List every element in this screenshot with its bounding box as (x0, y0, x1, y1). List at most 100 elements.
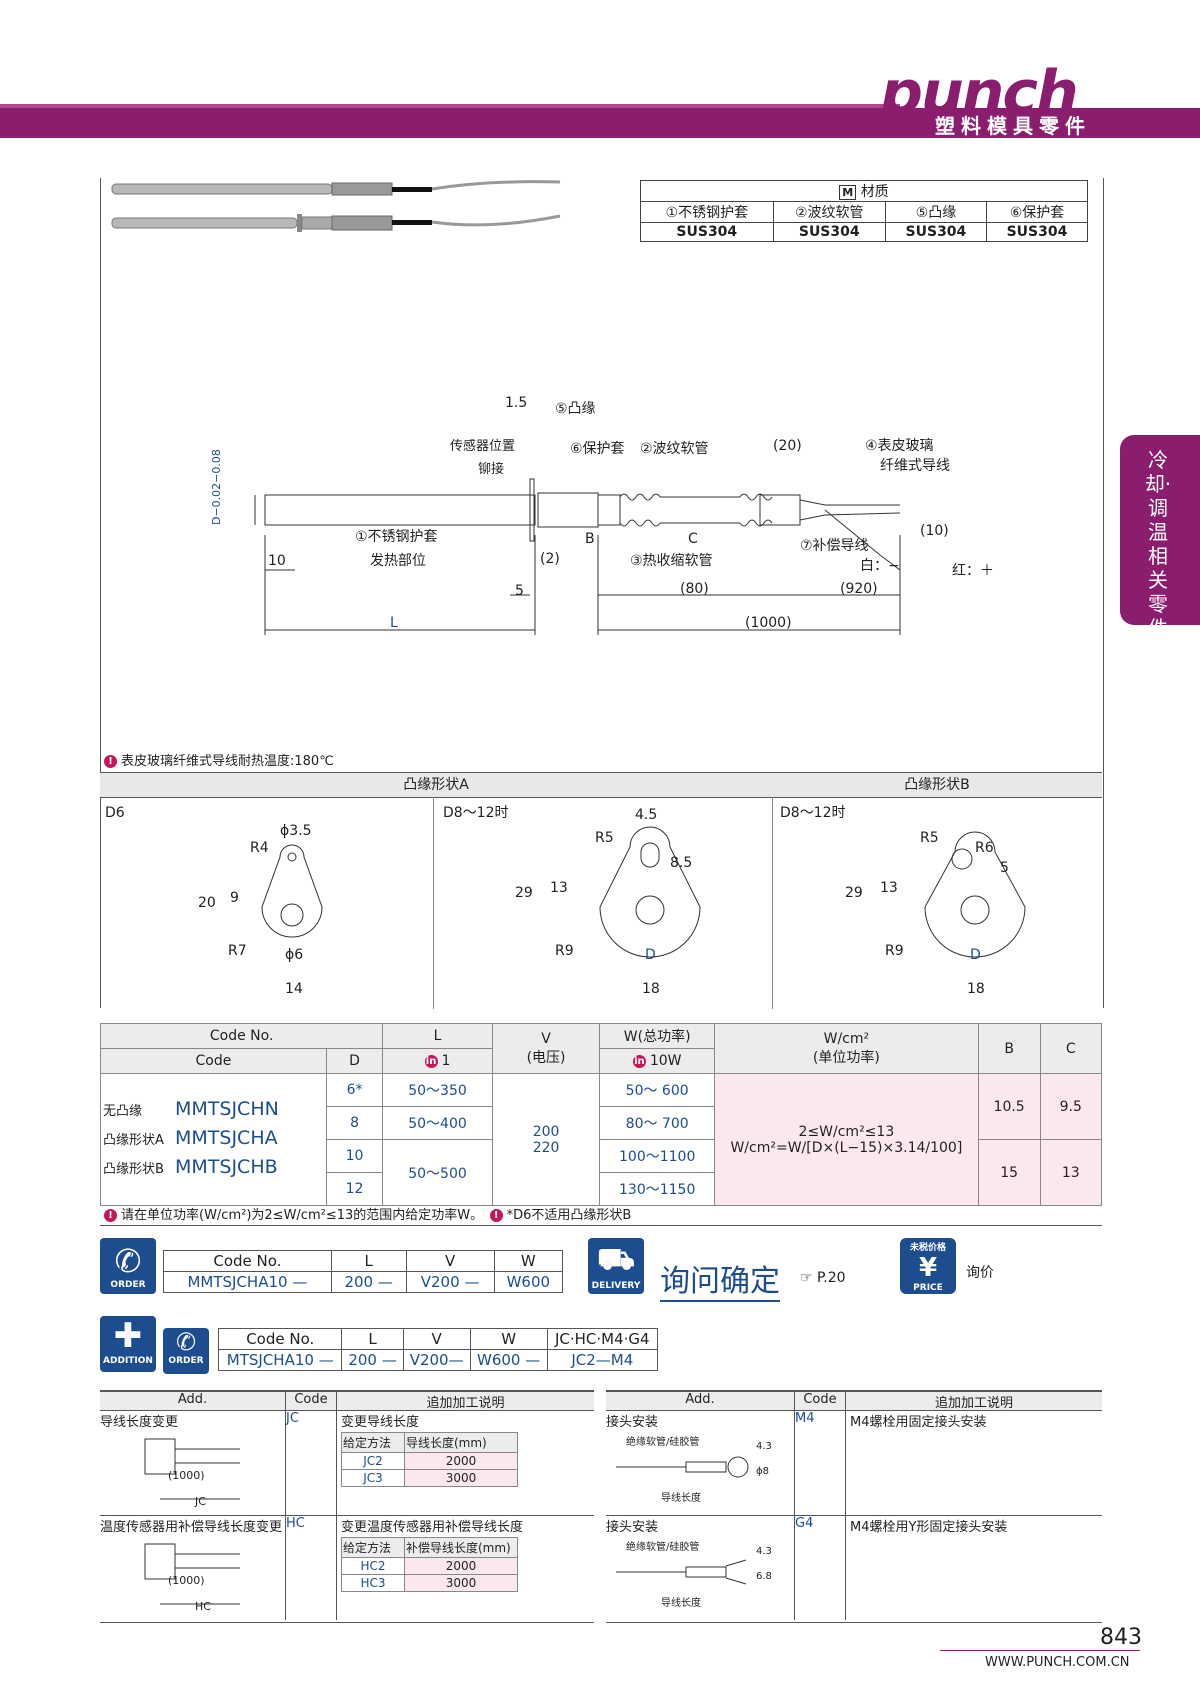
shape-dim: 29 (845, 885, 863, 901)
shape-dim: 18 (967, 981, 985, 997)
shape-dim: R6 (975, 840, 994, 856)
l-cell: 50～500 (382, 1139, 493, 1206)
add-dim: 4.3 (756, 1441, 772, 1452)
add-sep: — (525, 1351, 541, 1369)
addition-icon-label: ADDITION (103, 1356, 153, 1366)
th-l-unit: 1 (441, 1053, 451, 1069)
flange-shapes: D6 ϕ3.5 R4 20 9 R7 ϕ6 14 D8～12时 4.5 R5 2… (105, 805, 1026, 997)
comp-wire-figure (144, 1543, 240, 1605)
sub-h: 导线长度(mm) (404, 1432, 518, 1453)
dim-label: ⑤凸缘 (555, 401, 596, 417)
order-sep: — (292, 1273, 308, 1291)
add-fig-label: 绝缘软管/硅胶管 (626, 1437, 700, 1448)
order-val: V200 (420, 1273, 460, 1291)
add-desc: M4螺栓用Y形固定接头安装 (845, 1516, 1102, 1620)
add-desc: M4螺栓用固定接头安装 (845, 1411, 1102, 1515)
sub-h: 给定方法 (341, 1432, 405, 1453)
shape-dim: 14 (285, 981, 303, 997)
shape-dim: R5 (920, 830, 939, 846)
inquiry-text: 询问确定 (660, 1256, 780, 1302)
add-col: W (469, 1328, 548, 1350)
th-code: Code (100, 1048, 327, 1074)
add-dim: (1000) (168, 1469, 205, 1482)
dim-label: ⑥保护套 (570, 441, 625, 457)
order-val: W600 (493, 1271, 564, 1293)
sub-val: 3000 (404, 1574, 518, 1592)
side-tab-label: 冷却·调温相关零件 (1144, 448, 1172, 640)
spec-table: Code No. L V(电压) W(总功率) W/cm²(单位功率) B C … (99, 1023, 1103, 1206)
add-h: 追加加工说明 (336, 1392, 594, 1411)
w-cell: 100～1100 (599, 1139, 716, 1173)
d-cell: 6* (325, 1073, 384, 1107)
add-col: V (402, 1328, 471, 1350)
order-col: W (493, 1250, 564, 1272)
dim-label: ③热收缩软管 (630, 553, 713, 569)
add-sep: — (381, 1351, 397, 1369)
order-sep: — (464, 1273, 480, 1291)
order-icon[interactable]: ✆ORDER (163, 1328, 209, 1374)
type-label: 无凸缘 (103, 1104, 143, 1119)
th-d: D (325, 1048, 384, 1074)
order-icon[interactable]: ✆ORDER (100, 1238, 156, 1294)
power-note: !请在单位功率(W/cm²)为2≤W/cm²≤13的范围内给定功率W。 !*D6… (104, 1204, 631, 1223)
add-fig-label: 绝缘软管/硅胶管 (626, 1542, 700, 1553)
add-col: L (341, 1328, 404, 1350)
add-h: Code (794, 1392, 845, 1410)
heat-note: !表皮玻璃纤维式导线耐热温度:180℃ (104, 750, 334, 769)
order-val: 200 (344, 1273, 374, 1291)
dim-label: (20) (773, 438, 802, 454)
sub-val: 3000 (404, 1469, 518, 1487)
add-val: 200 (348, 1351, 377, 1369)
formula: 2≤W/cm²≤13 (798, 1123, 895, 1140)
price-icon: 未税价格¥PRICE (900, 1238, 956, 1294)
shape-dim: R4 (250, 840, 269, 856)
type-code: MMTSJCHB (175, 1156, 278, 1178)
th-c: C (1039, 1023, 1103, 1074)
power-note-text: 请在单位功率(W/cm²)为2≤W/cm²≤13的范围内给定功率W。 (121, 1208, 477, 1223)
warning-icon: ! (104, 755, 117, 768)
add-dim: 4.3 (756, 1546, 772, 1557)
dim-label: 传感器位置 (450, 438, 515, 454)
th-wcm2: (单位功率) (812, 1049, 880, 1066)
technical-drawing: 1.5 ⑤凸缘 传感器位置 铆接 ⑥保护套 ②波纹软管 (20) ④表皮玻璃 纤… (210, 395, 994, 635)
add-name: 接头安装 (606, 1415, 659, 1430)
type-label: 凸缘形状A (103, 1133, 164, 1148)
c-cell: 13 (1039, 1139, 1103, 1206)
dim-label: (920) (840, 581, 878, 597)
d-cell: 10 (325, 1139, 384, 1173)
add-code: JC (285, 1411, 336, 1515)
add-table-right: Add. Code 追加加工说明 接头安装 绝缘软管/硅胶管 导线长度 4.3 … (606, 1390, 1102, 1623)
add-code: HC (285, 1516, 336, 1620)
footer-url[interactable]: WWW.PUNCH.COM.CN (985, 1655, 1130, 1670)
side-tab[interactable] (1120, 435, 1200, 625)
th-w-unit: 10W (649, 1053, 682, 1069)
th-codeno: Code No. (99, 1023, 384, 1049)
add-name: 导线长度变更 (100, 1415, 179, 1430)
dim-label: C (688, 531, 698, 547)
order-col: V (405, 1250, 495, 1272)
dim-label: ②波纹软管 (640, 441, 709, 457)
material-val: SUS304 (985, 222, 1089, 242)
shape-dim: R9 (885, 943, 904, 959)
order-val: MMTSJCHA10 (187, 1273, 288, 1291)
dim-label: (2) (540, 551, 560, 567)
add-col: Code No. (217, 1328, 343, 1350)
sub-code: JC2 (341, 1452, 405, 1470)
shape-dim: D (970, 947, 981, 963)
l-cell: 50～350 (382, 1073, 493, 1107)
add-val: V200 (409, 1351, 449, 1369)
material-title: 材质 (860, 184, 889, 200)
price-top: 未税价格 (909, 1243, 946, 1253)
page-ref[interactable]: ☞ P.20 (800, 1270, 846, 1286)
dim-label: ④表皮玻璃 (865, 437, 934, 454)
shape-dim: ϕ3.5 (280, 823, 312, 839)
delivery-icon[interactable]: ⛟DELIVERY (588, 1238, 644, 1294)
add-h: Add. (685, 1392, 715, 1407)
divider (433, 797, 434, 1009)
formula: W/cm²=W/[D×(L−15)×3.14/100] (730, 1139, 963, 1156)
order-icon-label: ORDER (110, 1280, 146, 1290)
addition-icon[interactable]: ✚ADDITION (100, 1316, 156, 1372)
add-val: W600 (476, 1351, 521, 1369)
dim-label: L (390, 615, 398, 631)
